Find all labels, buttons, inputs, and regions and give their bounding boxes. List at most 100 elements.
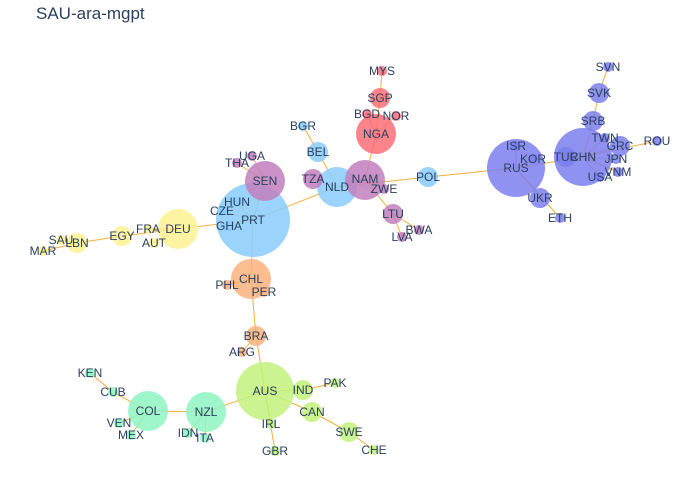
node-label-nzl: NZL <box>195 405 218 419</box>
node-mex[interactable] <box>126 430 136 440</box>
node-label-gha: GHA <box>216 219 242 233</box>
node-label-col: COL <box>136 404 161 418</box>
node-srb[interactable] <box>583 111 603 131</box>
node-aus[interactable] <box>236 362 294 420</box>
node-label-ltu: LTU <box>382 207 404 221</box>
node-sen[interactable] <box>245 161 285 201</box>
node-tza[interactable] <box>303 169 323 189</box>
node-label-mex: MEX <box>118 428 144 442</box>
node-nor[interactable] <box>391 111 401 121</box>
node-label-svk: SVK <box>587 86 611 100</box>
node-label-swe: SWE <box>335 425 362 439</box>
node-ltu[interactable] <box>383 204 403 224</box>
node-bgd[interactable] <box>362 109 372 119</box>
node-gbr[interactable] <box>270 446 280 456</box>
node-eth[interactable] <box>555 213 565 223</box>
node-che[interactable] <box>369 445 379 455</box>
node-svn[interactable] <box>603 62 613 72</box>
node-kor[interactable] <box>528 154 538 164</box>
node-hun[interactable] <box>232 197 242 207</box>
node-mys[interactable] <box>377 66 387 76</box>
node-tha[interactable] <box>232 158 242 168</box>
node-pol[interactable] <box>418 167 438 187</box>
node-per[interactable] <box>259 287 269 297</box>
node-bel[interactable] <box>308 142 328 162</box>
node-usa[interactable] <box>595 172 605 182</box>
node-label-prt: PRT <box>241 213 265 227</box>
node-rus[interactable] <box>487 139 545 197</box>
node-label-nld: NLD <box>325 180 349 194</box>
node-egy[interactable] <box>112 226 132 246</box>
node-label-srb: SRB <box>581 114 606 128</box>
node-label-idn: IDN <box>178 426 199 440</box>
node-ken[interactable] <box>85 368 95 378</box>
node-ven[interactable] <box>114 418 124 428</box>
node-label-usa: USA <box>588 170 613 184</box>
node-cub[interactable] <box>108 387 118 397</box>
node-col[interactable] <box>128 391 168 431</box>
node-mar[interactable] <box>38 246 48 256</box>
node-grc[interactable] <box>610 136 630 156</box>
node-label-gbr: GBR <box>262 444 288 458</box>
node-sau[interactable] <box>56 235 66 245</box>
node-label-cub: CUB <box>100 385 125 399</box>
node-label-rou: ROU <box>644 134 671 148</box>
node-can[interactable] <box>302 402 322 422</box>
node-label-mar: MAR <box>30 244 57 258</box>
edges-layer <box>42 66 658 452</box>
node-bwa[interactable] <box>414 225 424 235</box>
node-jpn[interactable] <box>611 154 621 164</box>
node-label-svn: SVN <box>596 60 621 74</box>
node-label-ven: VEN <box>107 416 132 430</box>
node-label-sen: SEN <box>253 174 278 188</box>
node-label-aus: AUS <box>253 384 278 398</box>
node-uga[interactable] <box>247 151 257 161</box>
node-ita[interactable] <box>200 433 210 443</box>
node-label-per: PER <box>252 285 277 299</box>
node-phl[interactable] <box>222 280 232 290</box>
node-label-cze: CZE <box>210 204 234 218</box>
node-vnm[interactable] <box>613 167 623 177</box>
node-bra[interactable] <box>246 326 266 346</box>
node-label-ita: ITA <box>196 431 214 445</box>
node-aut[interactable] <box>149 238 159 248</box>
node-twn[interactable] <box>600 133 610 143</box>
node-bgr[interactable] <box>298 121 308 131</box>
node-pak[interactable] <box>330 378 340 388</box>
node-label-bgd: BGD <box>354 107 380 121</box>
node-label-zwe: ZWE <box>371 182 398 196</box>
node-label-sau: SAU <box>49 233 74 247</box>
node-cze[interactable] <box>217 206 227 216</box>
node-rou[interactable] <box>652 136 662 146</box>
node-swe[interactable] <box>339 422 359 442</box>
node-ukr[interactable] <box>530 188 550 208</box>
node-nzl[interactable] <box>186 392 226 432</box>
node-idn[interactable] <box>183 428 193 438</box>
node-chn[interactable] <box>554 128 612 186</box>
node-label-rus: RUS <box>503 161 528 175</box>
graph-title: SAU-ara-mgpt <box>36 4 145 23</box>
node-label-jpn: JPN <box>605 152 628 166</box>
node-deu[interactable] <box>158 209 198 249</box>
node-ind[interactable] <box>293 380 313 400</box>
node-label-sgp: SGP <box>367 91 392 105</box>
node-isr[interactable] <box>511 141 521 151</box>
node-nam[interactable] <box>345 160 385 200</box>
node-arg[interactable] <box>237 347 247 357</box>
node-lbn[interactable] <box>67 233 87 253</box>
node-svk[interactable] <box>589 83 609 103</box>
node-sgp[interactable] <box>370 88 390 108</box>
node-zwe[interactable] <box>379 184 389 194</box>
node-label-pol: POL <box>416 170 440 184</box>
node-nga[interactable] <box>356 114 396 154</box>
node-label-tha: THA <box>225 156 249 170</box>
node-irl[interactable] <box>266 419 276 429</box>
node-lva[interactable] <box>397 232 407 242</box>
node-fra[interactable] <box>143 224 153 234</box>
node-tur[interactable] <box>556 147 576 167</box>
node-label-vnm: VNM <box>605 165 632 179</box>
node-label-chn: CHN <box>570 150 596 164</box>
node-gha[interactable] <box>224 221 234 231</box>
